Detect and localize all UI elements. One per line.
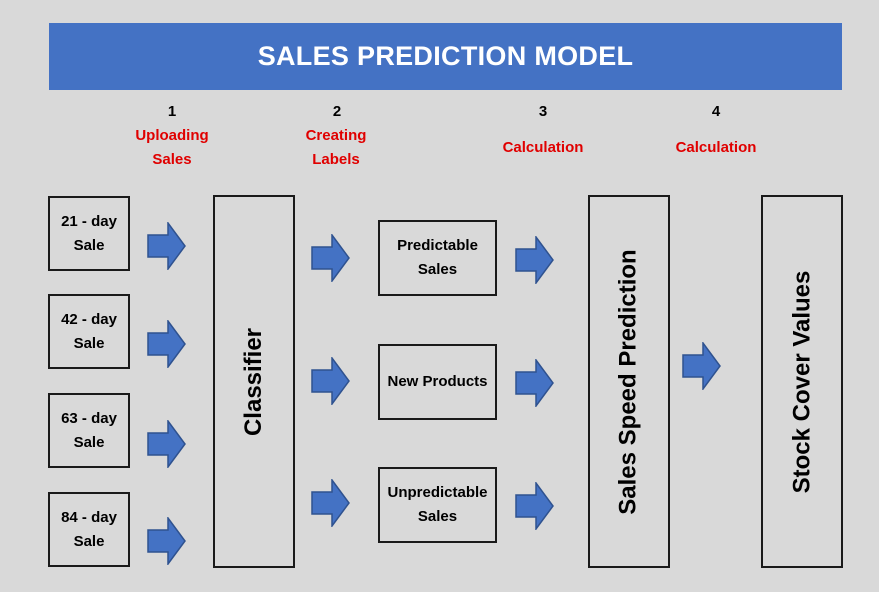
arrow-right-icon <box>147 517 187 565</box>
step-3-number: 3 <box>538 103 548 120</box>
arrow-right-icon <box>682 342 722 390</box>
step-1-label-line2: Sales <box>152 151 192 168</box>
step-4-number: 4 <box>711 103 721 120</box>
arrow-right-icon <box>311 357 351 405</box>
arrow-right-icon <box>311 234 351 282</box>
diagram-title: SALES PREDICTION MODEL <box>257 41 634 71</box>
step-1-label-line1: Uploading <box>135 127 209 144</box>
step-3-label: Calculation <box>502 139 584 156</box>
input-21-line1: 21 - day <box>61 212 117 230</box>
sales-speed-label: Sales Speed Prediction <box>615 248 642 515</box>
input-box-42-day: 42 - day Sale <box>48 294 130 369</box>
unpredictable-line2: Sales <box>417 508 458 525</box>
input-box-63-day: 63 - day Sale <box>48 393 130 468</box>
stock-cover-values-box: Stock Cover Values <box>761 195 843 568</box>
arrow-right-icon <box>515 359 555 407</box>
arrow-right-icon <box>147 320 187 368</box>
input-42-line2: Sale <box>73 334 105 352</box>
input-42-line1: 42 - day <box>61 310 117 328</box>
arrow-right-icon <box>515 482 555 530</box>
classifier-label: Classifier <box>240 327 267 436</box>
arrow-right-icon <box>147 420 187 468</box>
step-2-label-line1: Creating <box>305 127 367 144</box>
arrow-right-icon <box>311 479 351 527</box>
input-box-84-day: 84 - day Sale <box>48 492 130 567</box>
predictable-line1: Predictable <box>397 237 478 254</box>
step-2-label-line2: Labels <box>312 151 360 168</box>
arrow-right-icon <box>515 236 555 284</box>
step-1-number: 1 <box>167 103 177 120</box>
input-21-line2: Sale <box>73 236 105 254</box>
input-84-line2: Sale <box>73 532 105 550</box>
sales-speed-prediction-box: Sales Speed Prediction <box>588 195 670 568</box>
predictable-line2: Sales <box>417 261 458 278</box>
arrow-right-icon <box>147 222 187 270</box>
input-box-21-day: 21 - day Sale <box>48 196 130 271</box>
stock-cover-label: Stock Cover Values <box>788 270 815 493</box>
step-2-number: 2 <box>332 103 342 120</box>
new-products-label: New Products <box>387 373 488 390</box>
step-4-label: Calculation <box>675 139 757 156</box>
title-banner: SALES PREDICTION MODEL <box>49 23 842 90</box>
input-63-line1: 63 - day <box>61 409 117 427</box>
unpredictable-sales-box: Unpredictable Sales <box>378 467 497 543</box>
classifier-box: Classifier <box>213 195 295 568</box>
new-products-box: New Products <box>378 344 497 420</box>
step-1-label: Uploading Sales <box>112 124 232 172</box>
step-2-label: Creating Labels <box>276 124 396 172</box>
input-63-line2: Sale <box>73 433 105 451</box>
unpredictable-line1: Unpredictable <box>387 484 488 501</box>
predictable-sales-box: Predictable Sales <box>378 220 497 296</box>
input-84-line1: 84 - day <box>61 508 117 526</box>
